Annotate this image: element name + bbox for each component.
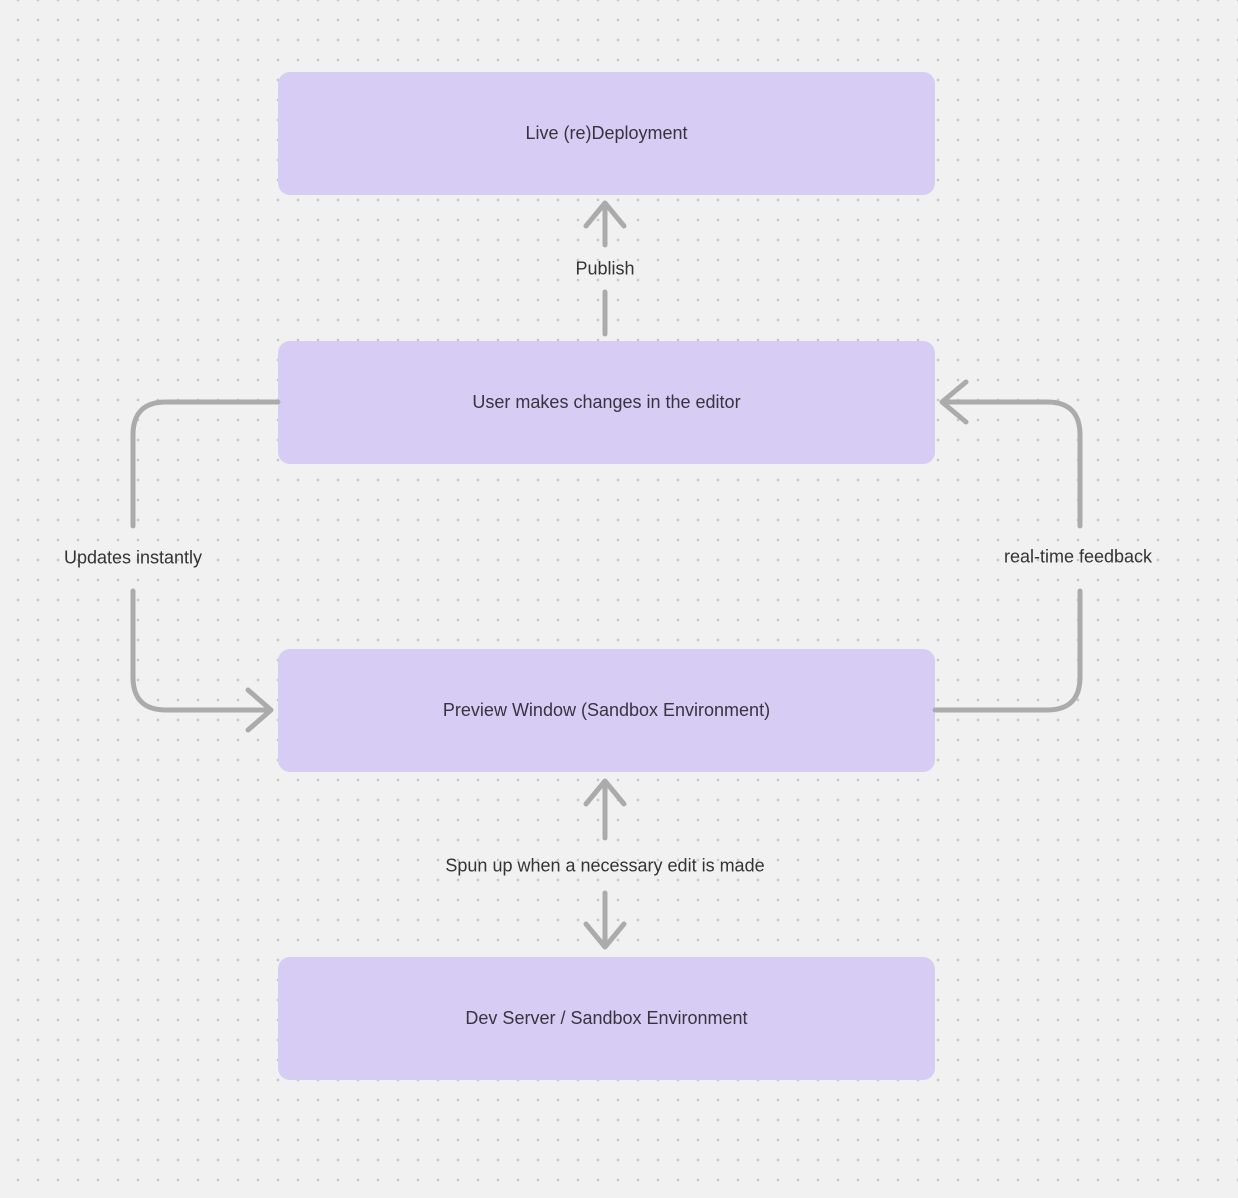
node-editor-changes: User makes changes in the editor bbox=[278, 341, 935, 464]
arrowhead-left-icon bbox=[939, 379, 969, 425]
node-label: Dev Server / Sandbox Environment bbox=[465, 1008, 748, 1028]
arrowhead-right-icon bbox=[245, 687, 274, 733]
arrow-shaft bbox=[130, 399, 281, 529]
arrowhead-down-icon bbox=[583, 921, 627, 950]
arrow-shaft bbox=[130, 588, 271, 713]
edge-label-updates-instantly: Updates instantly bbox=[63, 547, 203, 568]
node-live-deployment: Live (re)Deployment bbox=[278, 72, 935, 195]
edge-label-publish: Publish bbox=[575, 258, 635, 279]
arrow-shaft bbox=[941, 399, 1083, 529]
arrow-shaft bbox=[932, 588, 1083, 713]
arrowhead-up-icon bbox=[583, 778, 627, 807]
edge-label-spun-up: Spun up when a necessary edit is made bbox=[445, 855, 765, 876]
node-preview-window: Preview Window (Sandbox Environment) bbox=[278, 649, 935, 772]
node-dev-server: Dev Server / Sandbox Environment bbox=[278, 957, 935, 1080]
node-label: User makes changes in the editor bbox=[472, 392, 741, 412]
node-label: Live (re)Deployment bbox=[525, 123, 688, 143]
edge-label-realtime-feedback: real-time feedback bbox=[1003, 546, 1153, 567]
node-label: Preview Window (Sandbox Environment) bbox=[442, 700, 771, 720]
arrowhead-up-icon bbox=[583, 200, 627, 229]
